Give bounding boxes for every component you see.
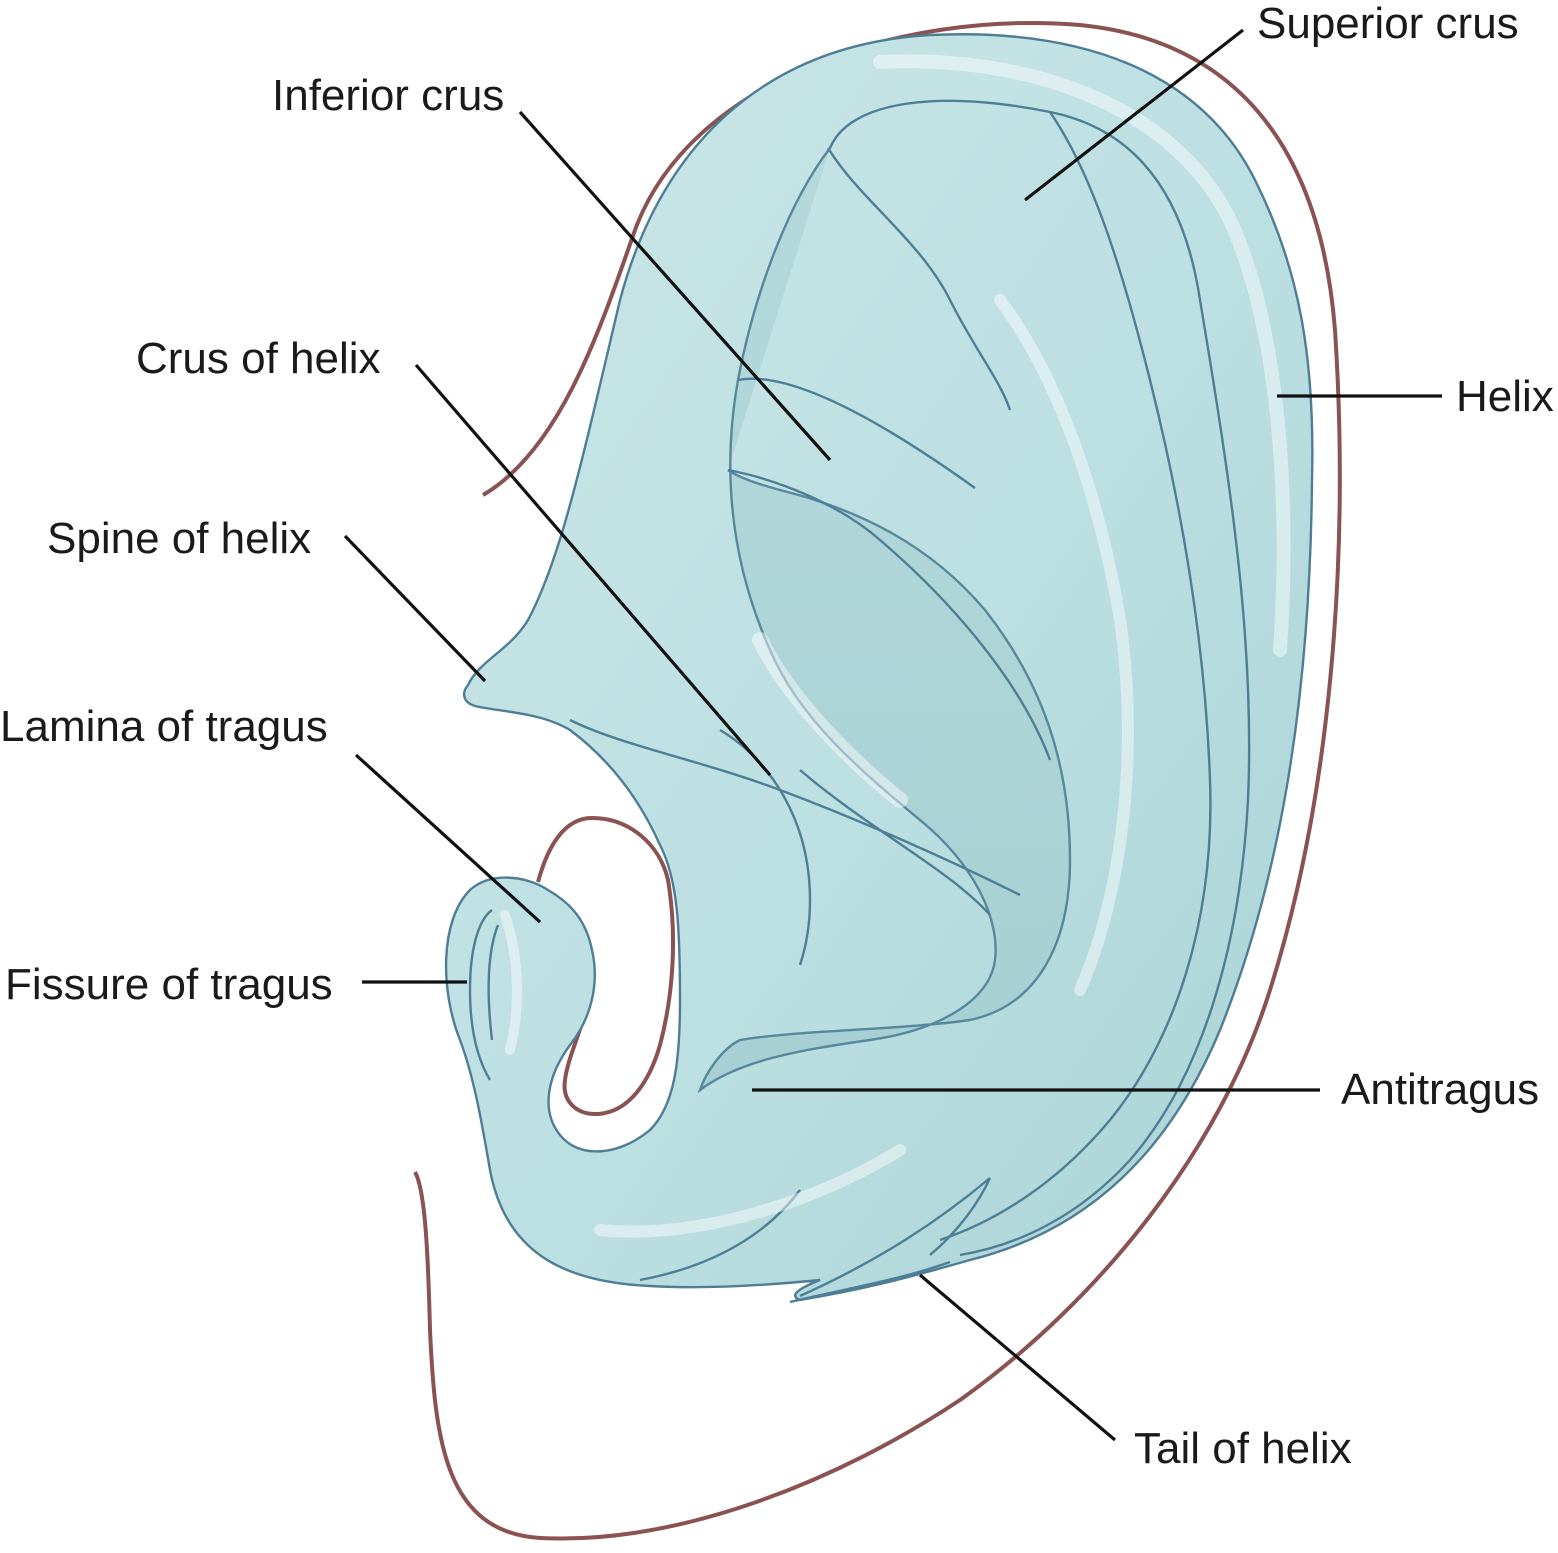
concha-bowl bbox=[697, 147, 1072, 1094]
label-lamina-of-tragus: Lamina of tragus bbox=[0, 702, 328, 751]
leader-tail-of-helix bbox=[918, 1273, 1117, 1442]
tragus-fissure-line bbox=[468, 909, 493, 1081]
leader-crus-of-helix bbox=[414, 363, 772, 777]
tail-of-helix-notch bbox=[799, 1177, 992, 1298]
highlight-lobule bbox=[594, 1144, 906, 1238]
highlight-tragus bbox=[500, 910, 522, 1055]
label-tail-of-helix: Tail of helix bbox=[1134, 1424, 1352, 1473]
antihelix-outer-line bbox=[939, 111, 1212, 1242]
label-superior-crus: Superior crus bbox=[1257, 0, 1519, 48]
highlight-helix bbox=[873, 54, 1291, 657]
label-fissure-of-tragus: Fissure of tragus bbox=[5, 960, 333, 1009]
label-crus-of-helix: Crus of helix bbox=[136, 334, 381, 383]
tragus-fissure-inner-line bbox=[487, 924, 500, 1041]
auricular-cartilage bbox=[444, 33, 1314, 1304]
triangular-fossa-line bbox=[826, 147, 1012, 411]
highlight-concha bbox=[752, 632, 908, 808]
leader-superior-crus bbox=[1024, 28, 1244, 202]
labels: Superior crus Inferior crus Crus of heli… bbox=[0, 0, 1554, 1473]
leader-lamina-of-tragus bbox=[354, 753, 542, 924]
inferior-crus-lower-line bbox=[727, 468, 1052, 761]
helix-inner-rim bbox=[828, 99, 1251, 1257]
leader-spine-of-helix bbox=[343, 534, 487, 683]
concha-lower-line bbox=[799, 769, 991, 916]
antitragus-line bbox=[639, 1189, 801, 1282]
label-inferior-crus: Inferior crus bbox=[272, 71, 504, 120]
label-spine-of-helix: Spine of helix bbox=[47, 514, 311, 563]
label-helix: Helix bbox=[1456, 372, 1554, 421]
highlight-antihelix bbox=[994, 294, 1134, 996]
leader-inferior-crus bbox=[518, 110, 832, 462]
tail-of-helix-tip bbox=[789, 1260, 951, 1304]
label-antitragus: Antitragus bbox=[1341, 1065, 1539, 1114]
leader-lines bbox=[343, 28, 1442, 1442]
skin-outline-notch bbox=[536, 815, 676, 1117]
